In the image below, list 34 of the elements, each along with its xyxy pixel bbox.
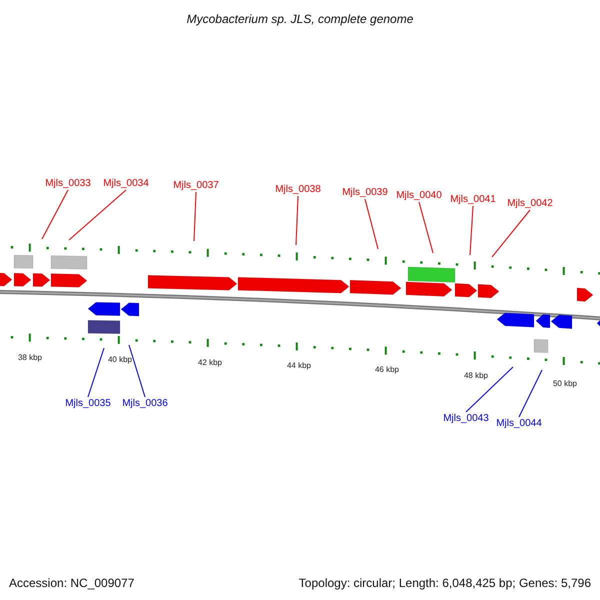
gene-label: Mjls_0042 (502, 197, 558, 210)
genome-stats-text: Topology: circular; Length: 6,048,425 bp; Genes: 5,796 (298, 575, 591, 592)
gene-label: Mjls_0044 (491, 417, 547, 430)
gene-label: Mjls_0043 (438, 412, 494, 425)
gene-label: Mjls_0035 (60, 397, 116, 410)
scale-label: 46 kbp (374, 365, 400, 375)
scale-label: 40 kbp (108, 355, 132, 365)
leader-line (296, 196, 298, 246)
leader-line (492, 210, 530, 258)
gene-label: Mjls_0037 (168, 179, 224, 192)
leader-line (466, 366, 514, 412)
accession-text: Accession: NC_009077 (9, 575, 134, 592)
gene-label: Mjls_0033 (40, 177, 96, 190)
leader-line (42, 190, 68, 240)
gene-label: Mjls_0039 (337, 186, 393, 199)
gene-label: Mjls_0038 (270, 183, 326, 196)
scale-label: 48 kbp (464, 371, 488, 381)
leader-line (128, 344, 146, 398)
leader-line (518, 370, 542, 418)
gene-label: Mjls_0036 (117, 397, 173, 410)
scale-label: 42 kbp (198, 358, 222, 368)
gene-label: Mjls_0034 (98, 177, 154, 190)
leader-line (470, 206, 474, 256)
gene-label: Mjls_0040 (391, 189, 447, 202)
leader-line (194, 192, 196, 242)
scale-label: 38 kbp (18, 353, 42, 363)
gene-label: Mjls_0041 (445, 193, 501, 206)
leader-line (68, 190, 126, 240)
scale-label: 44 kbp (286, 361, 312, 371)
diagram-title: Mycobacterium sp. JLS, complete genome (186, 11, 414, 28)
scale-label: 50 kbp (552, 379, 578, 389)
leader-line (88, 348, 104, 398)
leader-line (364, 198, 378, 250)
leader-line (418, 202, 434, 254)
